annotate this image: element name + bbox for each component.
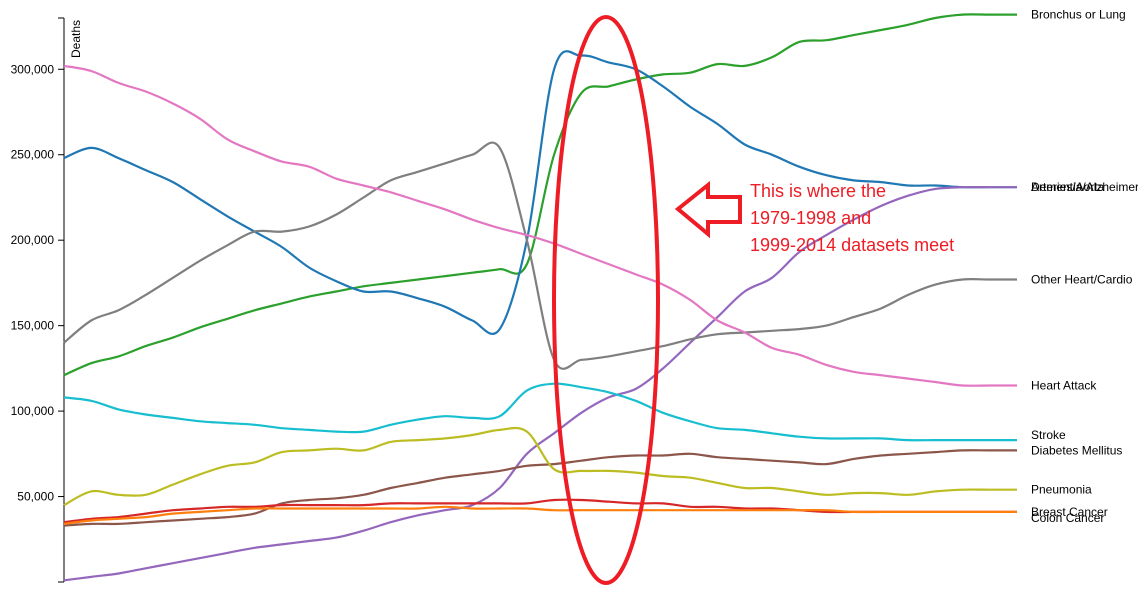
series-lines	[63, 13, 1017, 582]
series-line-arteries-aorta	[63, 50, 1017, 335]
series-label-stroke: Stroke	[1031, 428, 1066, 442]
y-axis: 50,000 100,000 150,000 200,000 250,000 300,00…	[11, 17, 65, 583]
annotation-text: This is where the 1979-1998 and 1999-2014 …	[750, 181, 954, 255]
series-line-bronchus-or-lung	[63, 13, 1017, 377]
series-line-stroke	[63, 382, 1017, 442]
y-tick-label: 50,000	[17, 490, 54, 504]
y-tick-label: 300,000	[11, 62, 55, 76]
series-label-pneumonia: Pneumonia	[1031, 483, 1092, 497]
series-label-dementia-alzheimer: Dementia/Alzheimer	[1031, 180, 1138, 194]
annotation-line: 1979-1998 and	[750, 208, 871, 228]
y-tick-label: 150,000	[11, 319, 55, 333]
series-line-heart-attack	[63, 64, 1017, 387]
y-tick-label: 250,000	[11, 148, 55, 162]
series-label-arteries-aorta: Arteries/Aorta	[1031, 180, 1105, 194]
y-tick-label: 200,000	[11, 233, 55, 247]
annotation-line: This is where the	[750, 181, 886, 201]
y-tick-label: 100,000	[11, 404, 55, 418]
highlight-ellipse	[552, 15, 660, 585]
y-axis-title: Deaths	[69, 20, 83, 58]
series-line-dementia-alzheimer	[63, 185, 1017, 582]
annotation: This is where the 1979-1998 and 1999-2014 …	[552, 15, 954, 585]
series-line-colon-cancer	[63, 505, 1017, 525]
series-label-diabetes-mellitus: Diabetes Mellitus	[1031, 443, 1122, 457]
series-label-heart-attack: Heart Attack	[1031, 378, 1097, 392]
series-label-bronchus-or-lung: Bronchus or Lung	[1031, 8, 1126, 22]
series-label-breast-cancer: Breast Cancer	[1031, 505, 1108, 519]
series-line-other-heart-cardio	[63, 141, 1017, 370]
series-line-diabetes-mellitus	[63, 449, 1017, 527]
series-line-pneumonia	[63, 426, 1017, 507]
series-labels: Bronchus or LungArteries/AortaDementia/A…	[1031, 8, 1138, 525]
annotation-line: 1999-2014 datasets meet	[750, 235, 954, 255]
series-label-colon-cancer: Colon Cancer	[1031, 511, 1104, 525]
arrow-left-icon	[674, 180, 742, 239]
series-label-other-heart-cardio: Other Heart/Cardio	[1031, 272, 1133, 286]
